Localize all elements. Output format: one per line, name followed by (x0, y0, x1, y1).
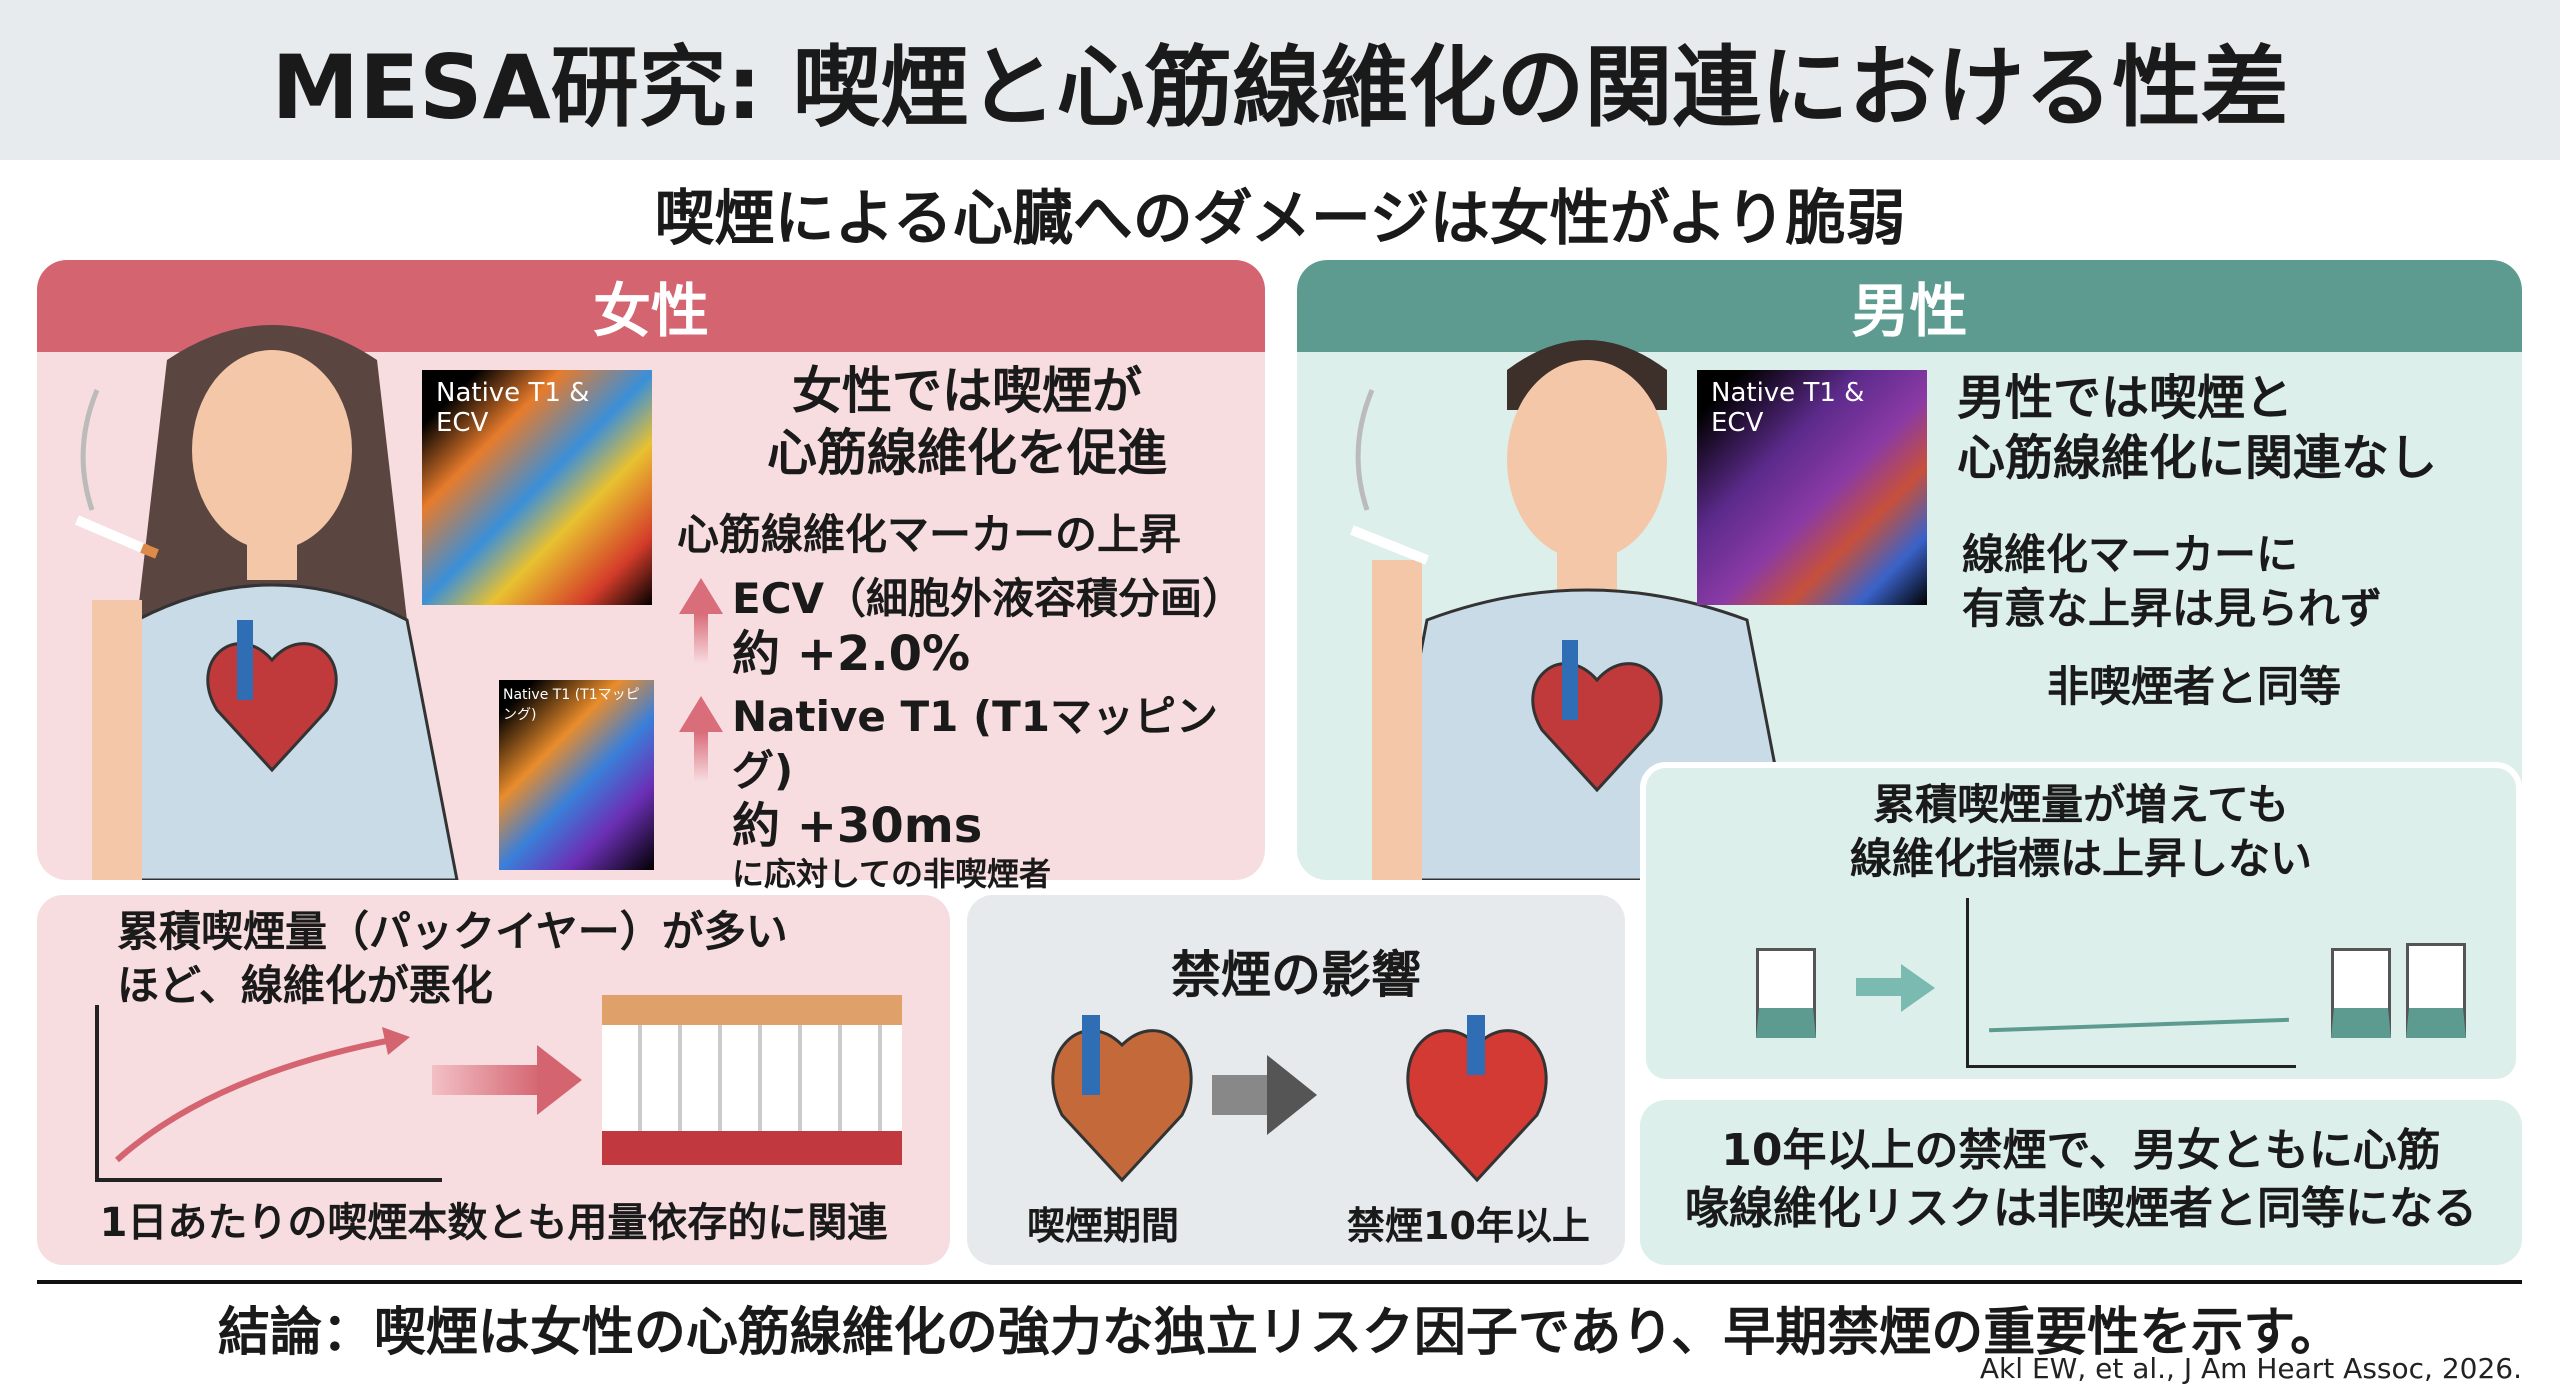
arrow-right-icon (1856, 978, 1906, 996)
mri-label: Native T1 & ECV (1711, 378, 1865, 438)
men-cumulative-box: 累積喫煙量が増えても 線維化指標は上昇しない (1640, 762, 2522, 1085)
ten-years-text: 10年以上の禁煙で、男女ともに心筋 喙線維化リスクは非喫煙者と同等になる (1640, 1122, 2522, 1238)
woman-smoking-illustration (75, 325, 459, 880)
cumulative-title: 累積喫煙量（パックイヤー）が多い ほど、線維化が悪化 (117, 905, 788, 1013)
arrow-right-icon (1901, 964, 1935, 1012)
t1-label: Native T1 (T1マッピング) (732, 692, 1219, 795)
t1-note: に応対しての非喫煙者 (732, 855, 1052, 893)
title-bar: MESA研究: 喫煙と心筋線維化の関連における性差 (0, 0, 2560, 160)
ten-years-line: 10年以上の禁煙で、男女ともに心筋 (1721, 1125, 2441, 1176)
page-title: MESA研究: 喫煙と心筋線維化の関連における性差 (271, 35, 2289, 139)
flat-trend-chart (1966, 898, 2296, 1068)
arrow-right-icon (537, 1045, 582, 1115)
citation: Akl EW, et al., J Am Heart Assoc, 2026. (1979, 1352, 2522, 1385)
headline-line: 女性では喫煙が (792, 362, 1142, 420)
rising-trend-line (115, 1037, 393, 1163)
smoking-heart-icon (1051, 1015, 1193, 1183)
men-headline: 男性では喫煙と 心筋線維化に関連なし (1957, 368, 2517, 488)
cumulative-line: 累積喫煙量が増えても (1873, 780, 2289, 829)
healthy-heart-icon (1406, 1015, 1548, 1183)
headline-line: 心筋線維化を促進 (767, 424, 1167, 482)
cigarette-pack-icon (2331, 948, 2391, 1038)
men-equal: 非喫煙者と同等 (2047, 662, 2342, 711)
cigarette-packs-icon (602, 995, 902, 1165)
markers-line: 線維化マーカーに (1962, 530, 2299, 579)
markers-title: 心筋線維化マーカーの上昇 (677, 510, 1182, 559)
t1-marker: Native T1 (T1マッピング) 約 +30ms に応対しての非喫煙者 (732, 690, 1265, 894)
arrow-head-icon (382, 1027, 410, 1055)
men-markers: 線維化マーカーに 有意な上昇は見られず (1962, 528, 2382, 636)
women-panel: 女性 Native T1 & ECV Native T1 (T1マッピング) 女… (37, 260, 1265, 893)
quit-effect-box: 禁煙の影響 喫煙期間 禁煙10年以上 (967, 895, 1625, 1265)
up-arrow-icon (679, 696, 723, 782)
ecv-marker: ECV（細胞外液容積分画） 約 +2.0% (732, 572, 1244, 682)
up-arrow-icon (679, 578, 723, 664)
cumulative-line: 線維化指標は上昇しない (1849, 834, 2312, 883)
headline-line: 男性では喫煙と (1957, 370, 2294, 426)
rising-trend-chart (95, 1005, 442, 1182)
mri-label: Native T1 (T1マッピング) (503, 687, 640, 723)
mri-label: Native T1 & ECV (436, 378, 590, 438)
cumulative-title-line: ほど、線維化が悪化 (117, 961, 493, 1010)
women-cumulative-box: 累積喫煙量（パックイヤー）が多い ほど、線維化が悪化 1日あたりの喫煙本数とも用… (37, 895, 950, 1265)
conclusion: 結論：喫煙は女性の心筋線維化の強力な独立リスク因子であり、早期禁煙の重要性を示す… (217, 1303, 2343, 1363)
heart-icon (206, 620, 338, 773)
quit-right-label: 禁煙10年以上 (1347, 1204, 1590, 1248)
t1-value: 約 +30ms (732, 798, 983, 854)
arrow-right-icon (1212, 1075, 1272, 1115)
headline-line: 心筋線維化に関連なし (1957, 430, 2438, 486)
cigarette-pack-icon (1756, 948, 1816, 1038)
subtitle: 喫煙による心臓へのダメージは女性がより脆弱 (654, 184, 1906, 254)
markers-line: 有意な上昇は見られず (1962, 584, 2383, 633)
heart-icon (1531, 640, 1663, 793)
men-cumulative-text: 累積喫煙量が増えても 線維化指標は上昇しない (1646, 778, 2516, 886)
ten-years-box: 10年以上の禁煙で、男女ともに心筋 喙線維化リスクは非喫煙者と同等になる (1640, 1100, 2522, 1265)
ecv-label: ECV（細胞外液容積分画） (732, 574, 1245, 623)
ecv-value: 約 +2.0% (732, 626, 971, 682)
cumulative-footer: 1日あたりの喫煙本数とも用量依存的に関連 (99, 1200, 888, 1246)
divider (37, 1280, 2522, 1284)
men-header: 男性 (1297, 260, 2522, 352)
ten-years-line: 喙線維化リスクは非喫煙者と同等になる (1685, 1183, 2477, 1234)
quit-title: 禁煙の影響 (1171, 946, 1421, 1004)
women-headline: 女性では喫煙が 心筋線維化を促進 (677, 360, 1257, 485)
arrow-right-icon (1267, 1055, 1317, 1135)
mri-image-main: Native T1 & ECV (422, 370, 652, 605)
flat-trend-line (1989, 1017, 2289, 1033)
quit-left-label: 喫煙期間 (1027, 1204, 1180, 1248)
mri-image-main: Native T1 & ECV (1697, 370, 1927, 605)
cumulative-title-line: 累積喫煙量（パックイヤー）が多い (117, 907, 788, 956)
cigarette-pack-icon (2406, 943, 2466, 1038)
arrow-right-icon (432, 1065, 542, 1095)
mri-image-small: Native T1 (T1マッピング) (499, 680, 654, 870)
